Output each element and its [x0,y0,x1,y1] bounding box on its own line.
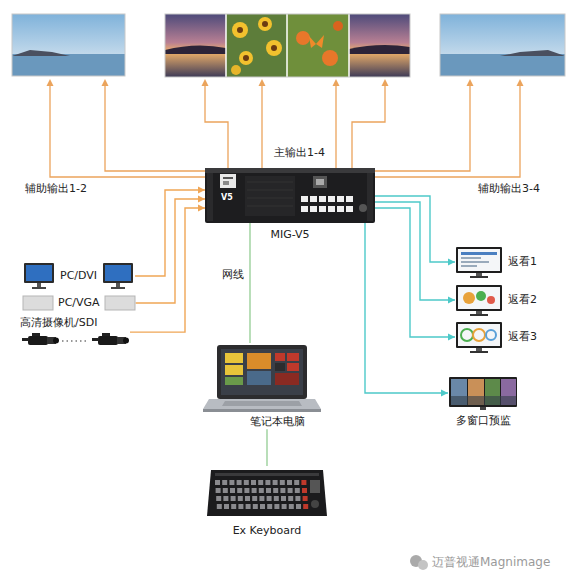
arrowhead [441,390,448,397]
connector-line [375,202,455,300]
return-monitor-icon [455,284,503,316]
watermark: 迈普视通Magnimage [432,555,550,571]
pc-monitor-icon [22,262,56,290]
node-label: 多窗口预监 [456,414,511,428]
connector-line [375,196,455,262]
connector-line [365,223,448,393]
device-caption: MIG-V5 [205,228,375,242]
node-sdi: 高清摄像机/SDI [20,316,130,348]
node-ret: 返看1 [455,246,537,278]
node-label: PC/VGA [58,296,100,310]
node-label: 返看2 [508,293,537,307]
connector [267,429,268,466]
camera-row [20,332,130,348]
laptop-icon [203,343,321,413]
main-video-wall [165,14,410,77]
node-kbd: Ex Keyboard [205,466,329,538]
return-monitor-icon [455,246,503,278]
connector-line [130,208,205,332]
node-pcvga: PC/VGA [22,294,136,312]
keyboard-icon [205,466,329,520]
output-label: 主输出1-4 [274,146,325,160]
edge-label: 网线 [222,268,244,282]
connector [136,196,205,304]
arrowhead [198,205,205,212]
output-label: 辅助输出1-2 [25,182,87,196]
node-label: 高清摄像机/SDI [20,316,97,330]
aux-screen-left [12,14,125,76]
connector [250,223,251,343]
connector-line [375,208,455,337]
output-arrowheads [47,79,524,86]
node-pcdvi: PC/DVI [22,262,135,290]
connector-line [135,190,205,276]
pc-monitor-icon [101,262,135,290]
node-ret: 返看3 [455,321,537,353]
camera-icon [90,332,130,348]
connector [365,223,448,397]
connector [375,202,455,304]
node-label: MIG-V5 [270,228,309,242]
node-label: Ex Keyboard [233,524,302,538]
multiview-monitor-icon [448,376,518,411]
arrowhead [448,334,455,341]
node-label: 返看3 [508,330,537,344]
return-monitor-icon [455,321,503,353]
node-label: 返看1 [508,255,537,269]
arrowhead [198,196,205,203]
connector-line [266,429,267,466]
connector [375,196,455,266]
pc-box-icon [22,294,54,312]
output-label: 辅助输出3-4 [478,182,540,196]
node-label: PC/DVI [60,269,97,283]
arrowhead [448,297,455,304]
wechat-icon [410,555,428,570]
ellipsis-dots [60,332,90,348]
arrowhead [448,259,455,266]
output-wires [50,84,520,177]
connector-line [136,199,205,303]
connector-line [249,223,250,343]
node-label: 笔记本电脑 [220,415,305,429]
node-ret: 返看2 [455,284,537,316]
camera-icon [20,332,60,348]
connector [135,187,205,277]
arrowhead [198,187,205,194]
connector [375,208,455,341]
pc-box-icon [104,294,136,312]
aux-screen-right [440,14,565,76]
device-badge: V5 [221,193,233,203]
node-multi: 多窗口预监 [448,376,518,428]
node-laptop: 笔记本电脑 [203,343,321,429]
connector [130,205,205,333]
